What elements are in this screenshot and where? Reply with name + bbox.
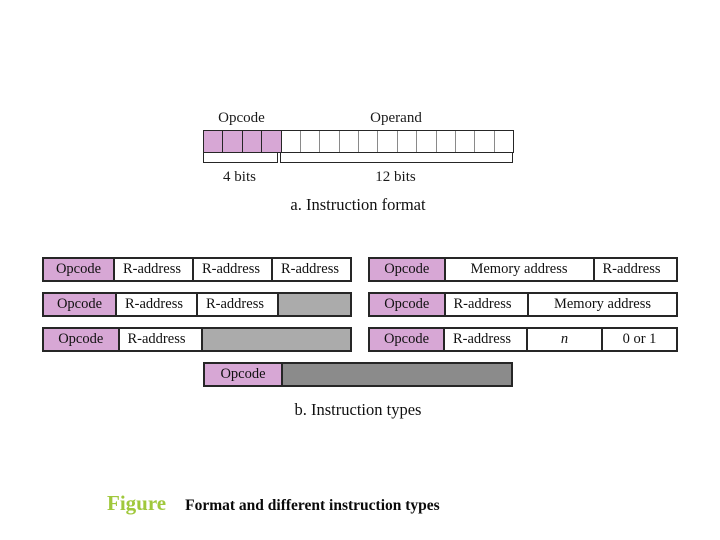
r-address-cell: R-address (445, 329, 528, 350)
operand-bit-cell (281, 131, 301, 152)
unused-field-cell (203, 329, 350, 350)
operand-bit-cell (397, 131, 418, 152)
operand-bit-cell (494, 131, 513, 152)
figure-caption-label: Figure (107, 491, 167, 515)
operand-bit-cell (339, 131, 359, 152)
opcode-cell: Opcode (370, 329, 445, 350)
n-cell: n (528, 329, 603, 350)
operand-bit-cell (359, 131, 379, 152)
r-address-cell: R-address (115, 259, 194, 280)
operand-bits-label: 12 bits (375, 169, 416, 185)
r-address-cell: R-address (445, 294, 529, 315)
r-address-cell: R-address (117, 294, 198, 315)
opcode-bits-label: 4 bits (223, 169, 256, 185)
r-address-cell: R-address (594, 259, 676, 280)
operand-bit-cell (320, 131, 340, 152)
unused-field-cell (279, 294, 350, 315)
r-address-cell: R-address (273, 259, 350, 280)
instruction-format-bit-row (203, 130, 514, 153)
opcode-bit-cell (242, 131, 263, 152)
opcode-cell: Opcode (370, 259, 446, 280)
instruction-type-row: Opcode (203, 362, 513, 387)
operand-width-bracket (280, 153, 513, 163)
operand-bit-cell (378, 131, 398, 152)
r-address-cell: R-address (194, 259, 273, 280)
0-or-1-cell: 0 or 1 (603, 329, 676, 350)
memory-address-cell: Memory address (529, 294, 676, 315)
operand-bit-cell (475, 131, 495, 152)
opcode-cell: Opcode (370, 294, 446, 315)
opcode-cell: Opcode (205, 364, 283, 385)
instruction-types-caption: b. Instruction types (294, 400, 422, 419)
memory-address-cell: Memory address (445, 259, 595, 280)
figure-caption: Figure Format and different instruction … (107, 491, 440, 516)
instruction-format-caption: a. Instruction format (290, 195, 426, 214)
opcode-bit-cell (262, 131, 282, 152)
opcode-bit-cell (204, 131, 224, 152)
r-address-cell: R-address (119, 329, 203, 350)
operand-bit-cell (455, 131, 476, 152)
operand-bit-cell (436, 131, 456, 152)
operand-bit-cell (417, 131, 437, 152)
unused-field-cell (283, 364, 511, 385)
opcode-bit-cell (223, 131, 243, 152)
operand-bit-cell (300, 131, 321, 152)
operand-field-label: Operand (370, 110, 422, 126)
opcode-cell: Opcode (44, 294, 117, 315)
figure-caption-text: Format and different instruction types (185, 497, 440, 514)
r-address-cell: R-address (198, 294, 279, 315)
opcode-field-label: Opcode (218, 110, 265, 126)
opcode-cell: Opcode (44, 259, 115, 280)
opcode-width-bracket (203, 153, 278, 163)
opcode-cell: Opcode (44, 329, 120, 350)
